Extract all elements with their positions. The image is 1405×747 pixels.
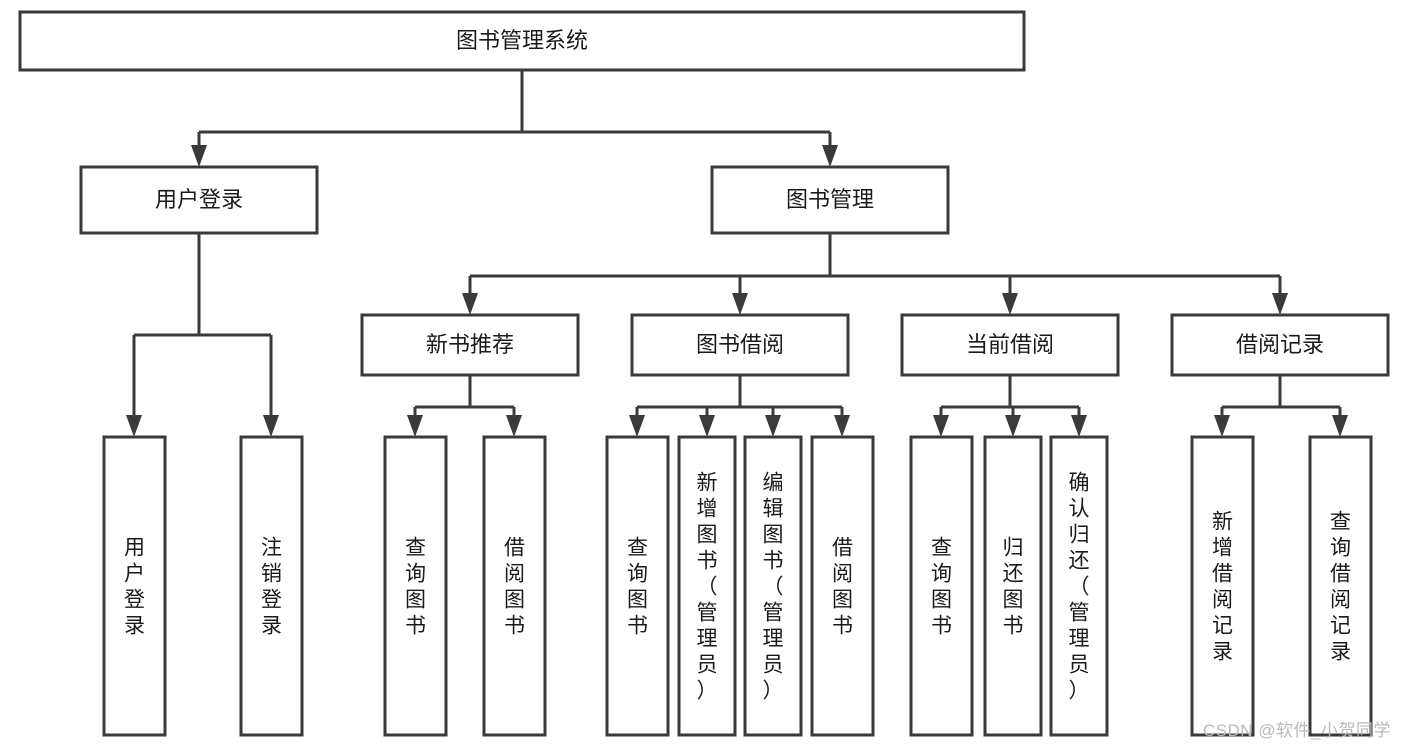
node-box-root[interactable] [18, 10, 1026, 72]
node-leaf-add-borrow-record[interactable]: 新增借阅记录 [1190, 435, 1255, 737]
node-leaf-confirm-return-admin[interactable]: 确认归还（管理员） [1049, 435, 1109, 737]
node-book-borrow[interactable]: 图书借阅 [630, 313, 850, 377]
node-label-borrow-record: 借阅记录 [1236, 332, 1324, 357]
node-user-login[interactable]: 用户登录 [79, 165, 319, 235]
node-leaf-edit-book-admin[interactable]: 编辑图书（管理员） [743, 435, 803, 737]
node-box-borrow-record[interactable] [1170, 313, 1390, 377]
arrow-head-icon [191, 145, 207, 167]
node-box-leaf-query-book-borrow[interactable] [605, 435, 670, 737]
node-leaf-return-book[interactable]: 归还图书 [983, 435, 1043, 737]
node-leaf-query-book-rec[interactable]: 查询图书 [383, 435, 448, 737]
node-box-current-borrow[interactable] [900, 313, 1120, 377]
node-label-leaf-query-book-borrow: 查询图书 [627, 536, 648, 637]
node-label-book-borrow: 图书借阅 [696, 332, 784, 357]
connector-group-root-to-level2 [191, 70, 838, 167]
node-label-root: 图书管理系统 [456, 28, 588, 53]
node-label-leaf-borrow-book-rec: 借阅图书 [504, 536, 525, 637]
arrow-head-icon [407, 415, 423, 437]
node-box-leaf-return-book[interactable] [983, 435, 1043, 737]
node-label-leaf-user-login: 用户登录 [124, 536, 145, 637]
node-box-leaf-query-book-rec[interactable] [383, 435, 448, 737]
node-leaf-borrow-book-borrow[interactable]: 借阅图书 [810, 435, 875, 737]
node-label-leaf-confirm-return-admin: 确认归还（管理员） [1069, 471, 1090, 702]
node-label-leaf-user-logout: 注销登录 [261, 536, 282, 637]
node-current-borrow[interactable]: 当前借阅 [900, 313, 1120, 377]
node-label-leaf-borrow-book-borrow: 借阅图书 [832, 536, 853, 637]
node-label-user-login: 用户登录 [155, 187, 243, 212]
arrow-head-icon [462, 293, 478, 315]
node-borrow-record[interactable]: 借阅记录 [1170, 313, 1390, 377]
node-leaf-user-login[interactable]: 用户登录 [102, 435, 167, 737]
arrow-head-icon [699, 415, 715, 437]
arrow-head-icon [1005, 415, 1021, 437]
connector-group-borrowrecord-to-leaves [1214, 375, 1348, 437]
connector-group-newbook-to-leaves [407, 375, 522, 437]
node-box-book-borrow[interactable] [630, 313, 850, 377]
arrow-head-icon [506, 415, 522, 437]
node-box-leaf-query-book-current[interactable] [909, 435, 974, 737]
node-label-leaf-edit-book-admin: 编辑图书（管理员） [763, 471, 784, 702]
connector-group-bookborrow-to-leaves [629, 375, 850, 437]
node-leaf-borrow-book-rec[interactable]: 借阅图书 [482, 435, 547, 737]
node-label-leaf-query-book-rec: 查询图书 [405, 536, 426, 637]
arrow-head-icon [732, 293, 748, 315]
node-leaf-query-borrow-record[interactable]: 查询借阅记录 [1308, 435, 1373, 737]
node-book-management[interactable]: 图书管理 [710, 165, 950, 235]
arrow-head-icon [765, 415, 781, 437]
node-box-leaf-edit-book-admin[interactable] [743, 435, 803, 737]
node-leaf-query-book-current[interactable]: 查询图书 [909, 435, 974, 737]
node-leaf-query-book-borrow[interactable]: 查询图书 [605, 435, 670, 737]
node-box-leaf-user-logout[interactable] [239, 435, 304, 737]
arrow-head-icon [834, 415, 850, 437]
node-leaf-user-logout[interactable]: 注销登录 [239, 435, 304, 737]
node-root[interactable]: 图书管理系统 [18, 10, 1026, 72]
node-box-book-management[interactable] [710, 165, 950, 235]
node-label-leaf-add-borrow-record: 新增借阅记录 [1212, 510, 1233, 663]
node-box-leaf-confirm-return-admin[interactable] [1049, 435, 1109, 737]
node-box-leaf-borrow-book-borrow[interactable] [810, 435, 875, 737]
connector-group-bookmgmt-to-level3 [462, 233, 1288, 315]
node-box-leaf-add-book-admin[interactable] [677, 435, 737, 737]
node-box-leaf-add-borrow-record[interactable] [1190, 435, 1255, 737]
arrow-head-icon [1002, 293, 1018, 315]
arrow-head-icon [1272, 293, 1288, 315]
node-box-leaf-user-login[interactable] [102, 435, 167, 737]
arrow-head-icon [1071, 415, 1087, 437]
node-label-book-management: 图书管理 [786, 187, 874, 212]
node-box-leaf-query-borrow-record[interactable] [1308, 435, 1373, 737]
csdn-watermark: CSDN @软件_小贺同学 [1202, 721, 1391, 740]
node-label-leaf-add-book-admin: 新增图书（管理员） [697, 471, 718, 702]
arrow-head-icon [629, 415, 645, 437]
node-leaf-add-book-admin[interactable]: 新增图书（管理员） [677, 435, 737, 737]
connector-group-currentborrow-to-leaves [933, 375, 1087, 437]
node-label-new-book-recommend: 新书推荐 [426, 332, 514, 357]
arrow-head-icon [933, 415, 949, 437]
node-label-leaf-query-book-current: 查询图书 [931, 536, 952, 637]
node-label-current-borrow: 当前借阅 [966, 332, 1054, 357]
node-label-leaf-return-book: 归还图书 [1003, 536, 1024, 637]
arrow-head-icon [1332, 415, 1348, 437]
connector-group-userlogin-to-leaves [126, 233, 279, 437]
node-box-user-login[interactable] [79, 165, 319, 235]
arrow-head-icon [263, 415, 279, 437]
node-new-book-recommend[interactable]: 新书推荐 [360, 313, 580, 377]
arrow-head-icon [822, 145, 838, 167]
arrow-head-icon [126, 415, 142, 437]
connectors-layer [126, 70, 1348, 437]
node-box-new-book-recommend[interactable] [360, 313, 580, 377]
arrow-head-icon [1214, 415, 1230, 437]
node-label-leaf-query-borrow-record: 查询借阅记录 [1330, 510, 1351, 663]
node-box-leaf-borrow-book-rec[interactable] [482, 435, 547, 737]
nodes-layer: 图书管理系统用户登录图书管理新书推荐图书借阅当前借阅借阅记录用户登录注销登录查询… [18, 10, 1390, 737]
